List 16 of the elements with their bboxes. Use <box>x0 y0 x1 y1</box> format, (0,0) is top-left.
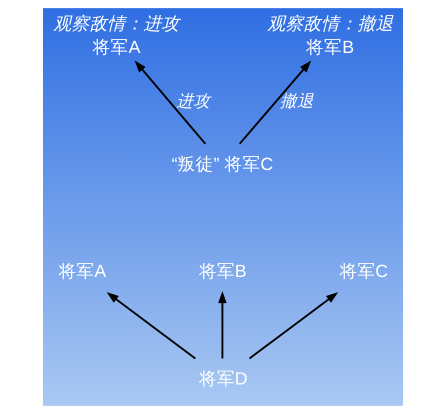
arrow <box>238 60 311 144</box>
node-text: 将军D <box>198 368 248 389</box>
arrow <box>106 292 196 360</box>
node-text: 将军B <box>198 261 246 282</box>
edge-label: 撤退 <box>280 91 314 110</box>
edge-label: 进攻 <box>176 91 210 110</box>
node-label: 观察敌情：撤退 <box>266 13 393 34</box>
node-text: 将军B <box>306 36 354 57</box>
arrow <box>248 292 338 360</box>
node-label: 观察敌情：进攻 <box>53 13 180 34</box>
node-text: 将军A <box>58 261 106 282</box>
node-text: 将军C <box>338 261 388 282</box>
node-text: 将军A <box>92 36 140 57</box>
node-text: “叛徒” 将军C <box>171 154 273 174</box>
arrow <box>134 60 206 144</box>
arrow <box>218 291 226 358</box>
